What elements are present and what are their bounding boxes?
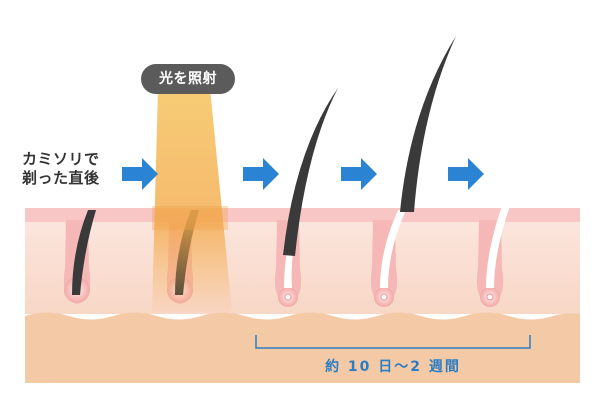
arrow-right-icon [448,158,484,190]
hair-shaft [400,36,456,212]
follicle-1 [63,210,96,304]
follicle-core [284,293,292,301]
follicle-4 [370,36,456,307]
before-label-line2: 剃った直後 [22,169,100,187]
period-bracket [255,335,531,349]
hair-shaft [72,210,96,295]
arrow-right-icon [243,158,279,190]
hair-shaft [283,88,338,256]
follicle-3 [274,88,338,307]
before-step-label: カミソリで 剃った直後 [22,150,132,188]
white-hair-base [486,200,512,288]
before-label-line1: カミソリで [22,150,100,168]
period-label: 約 10 日〜2 週間 [325,359,461,375]
follicle-core [380,293,388,301]
arrow-right-icon [122,158,158,190]
light-beam-icon [152,88,232,312]
white-hair-base [380,210,406,288]
light-glow-band [152,206,228,230]
follicle-core [486,293,494,301]
arrow-right-icon [341,158,377,190]
light-label-badge: 光を照射 [141,64,235,94]
follicle-5 [476,200,512,307]
